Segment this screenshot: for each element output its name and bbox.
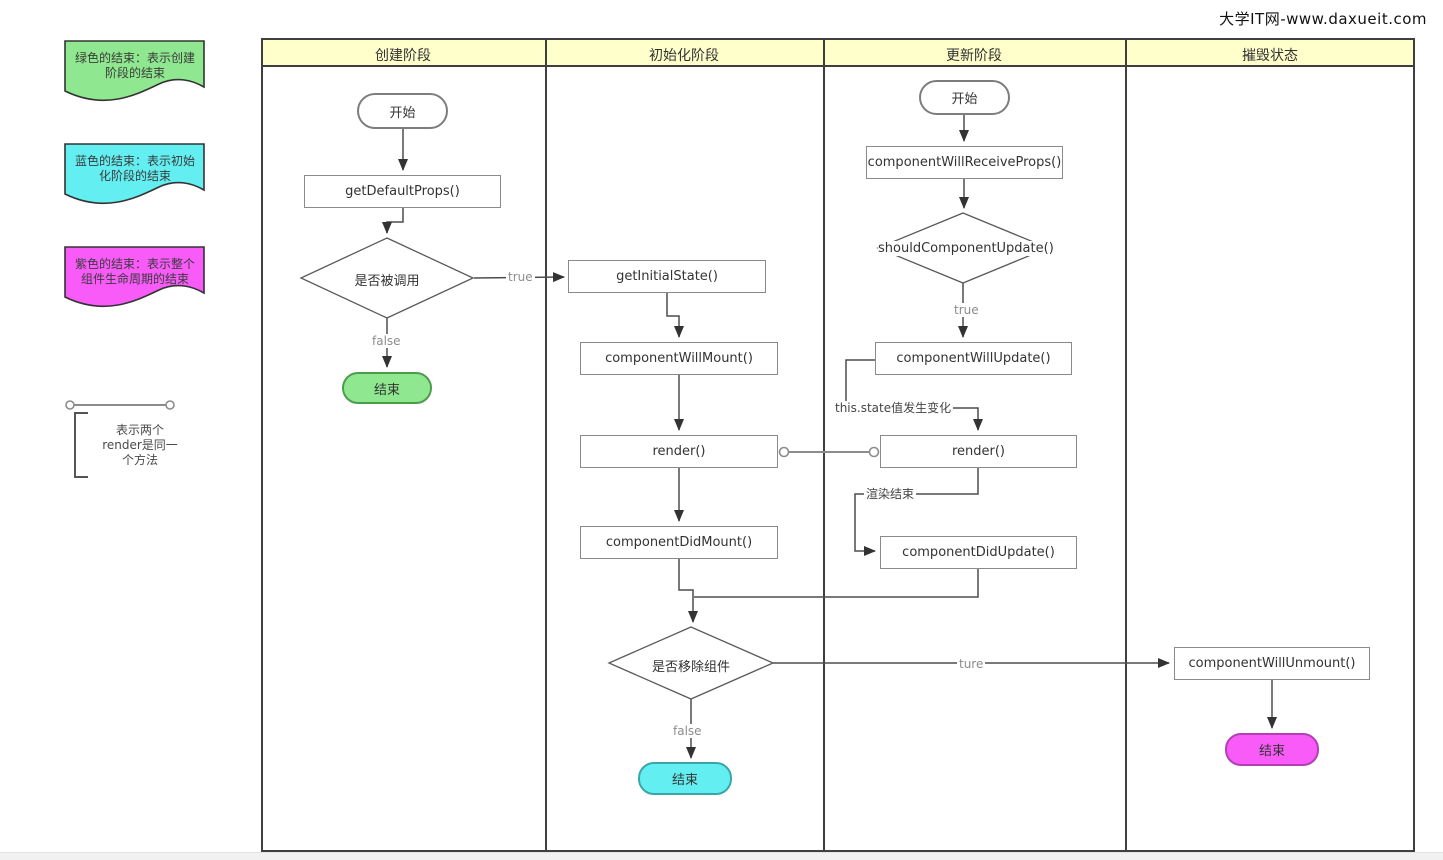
lane-title-update: 更新阶段 (946, 48, 1002, 64)
legend-cyan-document: 蓝色的结束：表示初始化阶段的结束 (64, 143, 206, 211)
node-component-will-receive-props: componentWillReceiveProps() (866, 146, 1063, 179)
note-line-3: 个方法 (121, 453, 158, 467)
node-component-did-update: componentDidUpdate() (880, 536, 1077, 569)
edge-didmount-to-isremove (678, 559, 698, 623)
lane-title-init: 初始化阶段 (649, 48, 719, 64)
lane-divider-3 (1125, 40, 1127, 850)
legend-magenta-label: 紫色的结束：表示整个组件生命周期的结束 (74, 257, 195, 286)
lane-title-unmount: 摧毁状态 (1242, 48, 1298, 64)
node-end-create: 结束 (342, 372, 432, 404)
note-bracket (74, 412, 88, 478)
node-start-create: 开始 (357, 93, 448, 129)
lane-divider-1 (545, 40, 547, 850)
edge-didupdate-merge (694, 569, 979, 598)
node-end-unmount: 结束 (1225, 733, 1319, 766)
label-remove-true: ture (957, 657, 986, 671)
node-component-will-unmount: componentWillUnmount() (1174, 647, 1370, 680)
node-component-will-mount: componentWillMount() (580, 342, 778, 375)
legend-cyan-label: 蓝色的结束：表示初始化阶段的结束 (74, 154, 195, 183)
connector-circle-left (778, 446, 790, 458)
node-render-update: render() (880, 435, 1077, 468)
green-document-shape (64, 40, 205, 102)
edge-render2-to-didupdate (854, 468, 979, 556)
legend-green-label: 绿色的结束：表示创建阶段的结束 (74, 51, 195, 80)
label-called-false: false (370, 334, 403, 348)
node-component-did-mount: componentDidMount() (580, 526, 778, 559)
note-line-2: render是同一 (102, 438, 178, 452)
edge-getinitialstate-to-willmount (666, 293, 684, 338)
lane-header-band (263, 40, 1413, 67)
connector-sample-line (65, 400, 175, 410)
edge-getdefaultprops-to-iscalled (382, 208, 404, 234)
bottom-scroll-strip[interactable] (0, 853, 1443, 860)
legend-magenta-document: 紫色的结束：表示整个组件生命周期的结束 (64, 246, 206, 314)
node-end-init: 结束 (638, 762, 732, 795)
lane-divider-2 (823, 40, 825, 850)
magenta-document-shape (64, 246, 205, 308)
label-update-true: true (952, 303, 981, 317)
node-get-default-props: getDefaultProps() (304, 175, 501, 208)
decision-is-remove-label: 是否移除组件 (651, 660, 730, 675)
label-state-change: this.state值发生变化 (833, 401, 954, 415)
page-bottom-rule (0, 852, 1443, 853)
label-called-true: true (506, 270, 535, 284)
cyan-document-shape (64, 143, 205, 205)
node-start-update: 开始 (919, 80, 1010, 115)
label-remove-false: false (671, 724, 704, 738)
swimlane-frame (261, 38, 1415, 852)
decision-is-called-label: 是否被调用 (354, 274, 420, 289)
node-component-will-update: componentWillUpdate() (875, 342, 1072, 375)
watermark-text: 大学IT网-www.daxueit.com (1219, 10, 1427, 28)
node-get-initial-state: getInitialState() (568, 260, 766, 293)
decision-is-called-shape (299, 237, 475, 319)
legend-green-document: 绿色的结束：表示创建阶段的结束 (64, 40, 206, 108)
decision-should-update-label: shouldComponentUpdate() (878, 241, 1054, 256)
decision-is-remove-shape (607, 626, 775, 700)
label-render-done: 渲染结束 (864, 487, 917, 501)
lane-title-create: 创建阶段 (375, 48, 431, 64)
node-render-init: render() (580, 435, 778, 468)
note-line-1: 表示两个 (115, 423, 164, 437)
connector-circle-right (868, 446, 880, 458)
